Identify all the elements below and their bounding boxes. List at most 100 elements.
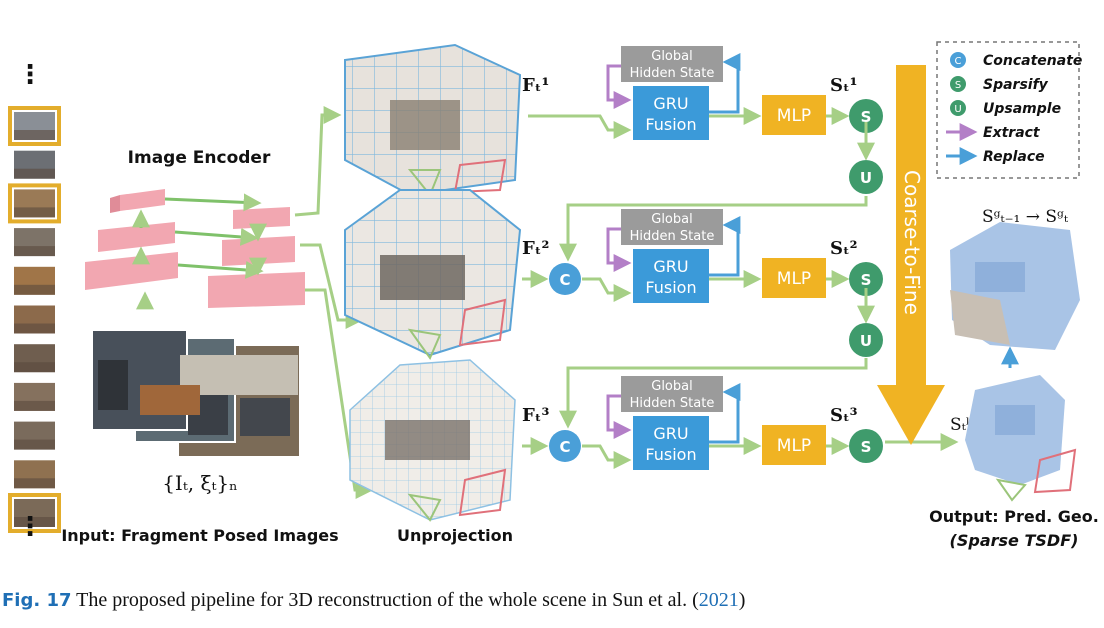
upsample-node: U [849, 160, 883, 194]
legend-swatch [950, 100, 966, 116]
gru-line: Fusion [645, 115, 696, 134]
legend-item: Extract [946, 123, 1041, 141]
unprojection-label: Unprojection [397, 526, 513, 545]
mlp-label: MLP [777, 269, 811, 289]
encoder-arrow [164, 193, 262, 212]
sparse-output-label: Sₜ³ [830, 405, 858, 426]
legend-swatch [950, 76, 966, 92]
legend-swatch [950, 52, 966, 68]
feature-label: Fₜ² [522, 238, 549, 259]
mlp-label: MLP [777, 106, 811, 126]
feature-label: Fₜ³ [522, 405, 549, 426]
frame-thumbnail [14, 421, 55, 450]
extract-arrow [606, 227, 632, 272]
legend-symbol: U [954, 104, 961, 115]
hidden-state-line: Hidden State [630, 229, 715, 244]
input-notation: {Iₜ, ξₜ}ₙ [162, 471, 238, 495]
replace-arrow [709, 383, 741, 444]
legend-symbol: S [955, 80, 961, 91]
strip-ellipsis-bottom: ⋮ [17, 512, 43, 542]
flow-arrow [305, 288, 374, 499]
flow-arrow [559, 196, 868, 262]
legend-label: Sparsify [983, 77, 1049, 93]
concatenate-node: C [549, 263, 581, 295]
figure-caption: Fig. 17 The proposed pipeline for 3D rec… [2, 589, 1102, 612]
sparse-output-label: Sₜ² [830, 238, 858, 259]
encoder-arrow [174, 227, 259, 246]
encoder-slab [85, 252, 178, 290]
frame-thumbnail [14, 382, 55, 411]
sparsify-symbol: S [861, 271, 872, 289]
frame-thumbnail [14, 266, 55, 295]
sparsify-node: S [849, 262, 883, 296]
caption-text: The proposed pipeline for 3D reconstruct… [76, 589, 699, 611]
mlp-box: MLP [762, 258, 826, 298]
caption-label: Fig. 17 [2, 590, 72, 611]
input-images [91, 329, 301, 458]
image-encoder [85, 189, 305, 310]
flow-arrow [559, 358, 868, 429]
mlp-box: MLP [762, 95, 826, 135]
output-sublabel: (Sparse TSDF) [950, 531, 1079, 550]
flow-arrow [582, 444, 632, 469]
caption-close: ) [738, 589, 746, 611]
volume-level-1 [344, 43, 522, 197]
hidden-state-line: Global [651, 49, 692, 64]
local-mesh [965, 375, 1077, 502]
gru-fusion-box: GRU Fusion [633, 249, 709, 303]
frame-thumbnail [14, 150, 55, 179]
encoder-slab [98, 222, 175, 252]
flow-arrow [582, 277, 632, 302]
coarse-to-fine-label: Coarse-to-Fine [900, 170, 924, 315]
feature-label: Fₜ¹ [522, 75, 549, 96]
gru-fusion-box: GRU Fusion [633, 86, 709, 140]
mlp-label: MLP [777, 436, 811, 456]
global-mesh [950, 222, 1080, 350]
frame-thumbnail [8, 183, 61, 224]
output-label: Output: Pred. Geo. [929, 507, 1099, 526]
sparsify-node: S [849, 99, 883, 133]
flow-arrow [528, 114, 632, 139]
hidden-state-line: Global [651, 212, 692, 227]
coarse-to-fine-arrow: Coarse-to-Fine [877, 65, 945, 445]
upsample-symbol: U [860, 169, 872, 187]
encoder-slab [208, 272, 305, 308]
flow-arrow [294, 106, 342, 217]
concatenate-symbol: C [559, 438, 570, 456]
hidden-state-line: Hidden State [630, 66, 715, 81]
encoder-slab [110, 189, 165, 213]
image-encoder-title: Image Encoder [128, 148, 271, 168]
caption-ref[interactable]: 2021 [698, 589, 739, 611]
gru-line: GRU [653, 257, 688, 276]
strip-ellipsis-top: ⋮ [17, 60, 43, 90]
replace-arrow [709, 53, 741, 114]
gru-line: GRU [653, 94, 688, 113]
legend-label: Concatenate [983, 53, 1082, 69]
frame-thumbnail [8, 493, 61, 533]
concatenate-node: C [549, 430, 581, 462]
sparsify-node: S [849, 429, 883, 463]
encoder-slab [222, 236, 295, 266]
frame-thumbnail [14, 228, 55, 257]
legend-box [936, 41, 1080, 179]
frame-thumbnail [14, 305, 55, 334]
legend-item: S Sparsify [950, 76, 1049, 93]
gru-line: Fusion [645, 278, 696, 297]
frame-thumbnail [14, 460, 55, 489]
local-output-label: Sₜˡ [950, 415, 970, 435]
replace-arrow [709, 216, 741, 277]
volume-level-2 [344, 189, 522, 361]
upsample-node: U [849, 323, 883, 357]
sparsify-symbol: S [861, 108, 872, 126]
global-update-label: Sᵍₜ₋₁ → Sᵍₜ [982, 207, 1069, 227]
